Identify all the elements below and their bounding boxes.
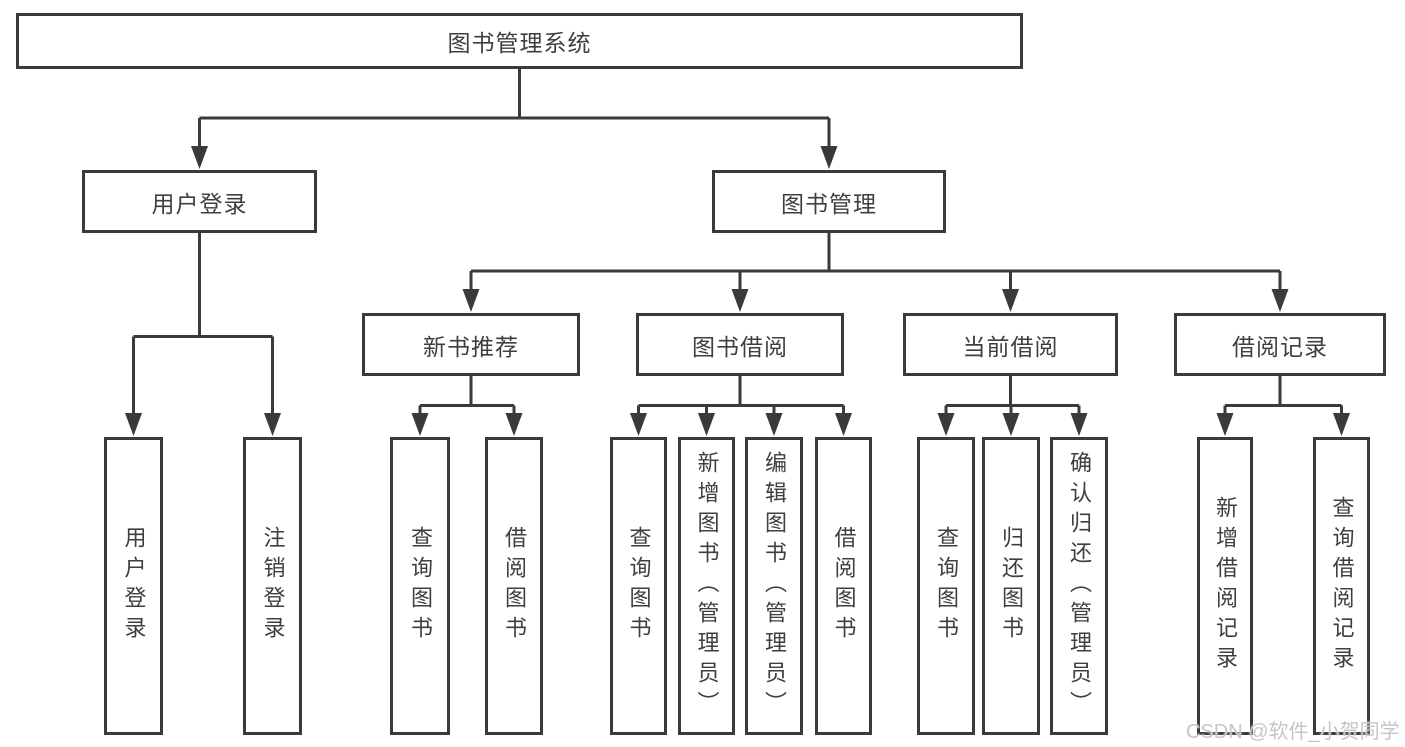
node-label: 新书推荐 <box>423 333 519 360</box>
node-user-login: 用户登录 <box>82 170 317 233</box>
leaf-query-books: 查询图书 <box>917 437 975 735</box>
arrow-down-icon <box>1271 289 1289 312</box>
leaf-edit-books-admin: 编辑图书（管理员） <box>745 437 803 735</box>
arrow-down-icon <box>731 289 749 312</box>
leaf-query-books: 查询图书 <box>610 437 667 735</box>
csdn-watermark: CSDN @软件_小贺同学 <box>1186 721 1400 743</box>
leaf-logout: 注销登录 <box>243 437 302 735</box>
node-new-book-recommend: 新书推荐 <box>362 313 580 376</box>
node-book-borrowing: 图书借阅 <box>636 313 844 376</box>
arrow-down-icon <box>1002 413 1020 436</box>
node-book-management: 图书管理 <box>712 170 946 233</box>
node-borrow-records: 借阅记录 <box>1174 313 1386 376</box>
leaf-label: 新增图书（管理员） <box>694 451 720 721</box>
arrow-down-icon <box>462 289 480 312</box>
leaf-label: 确认归还（管理员） <box>1067 451 1092 721</box>
leaf-label: 借阅图书 <box>831 526 857 646</box>
leaf-label: 查询借阅记录 <box>1329 496 1355 676</box>
leaf-add-books-admin: 新增图书（管理员） <box>678 437 735 735</box>
arrow-down-icon <box>125 413 142 436</box>
node-label: 用户登录 <box>151 190 248 217</box>
leaf-user-login: 用户登录 <box>104 437 163 735</box>
node-label: 图书借阅 <box>692 333 788 360</box>
node-label: 当前借阅 <box>962 333 1059 360</box>
arrow-down-icon <box>264 413 281 436</box>
leaf-label: 查询图书 <box>408 526 433 646</box>
arrow-down-icon <box>820 146 838 169</box>
node-label: 图书管理 <box>781 190 877 217</box>
arrow-down-icon <box>630 413 647 436</box>
arrow-down-icon <box>1002 289 1019 312</box>
leaf-query-books: 查询图书 <box>390 437 450 735</box>
leaf-label: 注销登录 <box>260 526 286 646</box>
leaf-label: 新增借阅记录 <box>1213 496 1238 676</box>
arrow-down-icon <box>765 413 783 436</box>
leaf-label: 用户登录 <box>121 526 147 646</box>
leaf-label: 借阅图书 <box>502 526 527 646</box>
leaf-confirm-return-admin: 确认归还（管理员） <box>1050 437 1108 735</box>
leaf-borrow-books: 借阅图书 <box>815 437 872 735</box>
arrow-down-icon <box>937 413 955 436</box>
arrow-down-icon <box>505 413 523 436</box>
arrow-down-icon <box>1333 413 1350 436</box>
leaf-label: 查询图书 <box>934 526 959 646</box>
arrow-down-icon <box>1070 413 1088 436</box>
leaf-label: 查询图书 <box>626 526 652 646</box>
arrow-down-icon <box>191 146 208 169</box>
node-label: 借阅记录 <box>1232 333 1328 360</box>
node-current-borrowing: 当前借阅 <box>903 313 1118 376</box>
leaf-borrow-books: 借阅图书 <box>485 437 543 735</box>
leaf-query-borrow-record: 查询借阅记录 <box>1313 437 1370 735</box>
leaf-return-books: 归还图书 <box>982 437 1040 735</box>
leaf-label: 归还图书 <box>999 526 1024 646</box>
node-label: 图书管理系统 <box>447 30 592 56</box>
arrow-down-icon <box>698 413 715 436</box>
leaf-label: 编辑图书（管理员） <box>762 451 787 721</box>
arrow-down-icon <box>835 413 852 436</box>
node-library-management-system: 图书管理系统 <box>16 13 1023 69</box>
leaf-add-borrow-record: 新增借阅记录 <box>1197 437 1253 735</box>
arrow-down-icon <box>1216 413 1234 436</box>
arrow-down-icon <box>411 413 429 436</box>
